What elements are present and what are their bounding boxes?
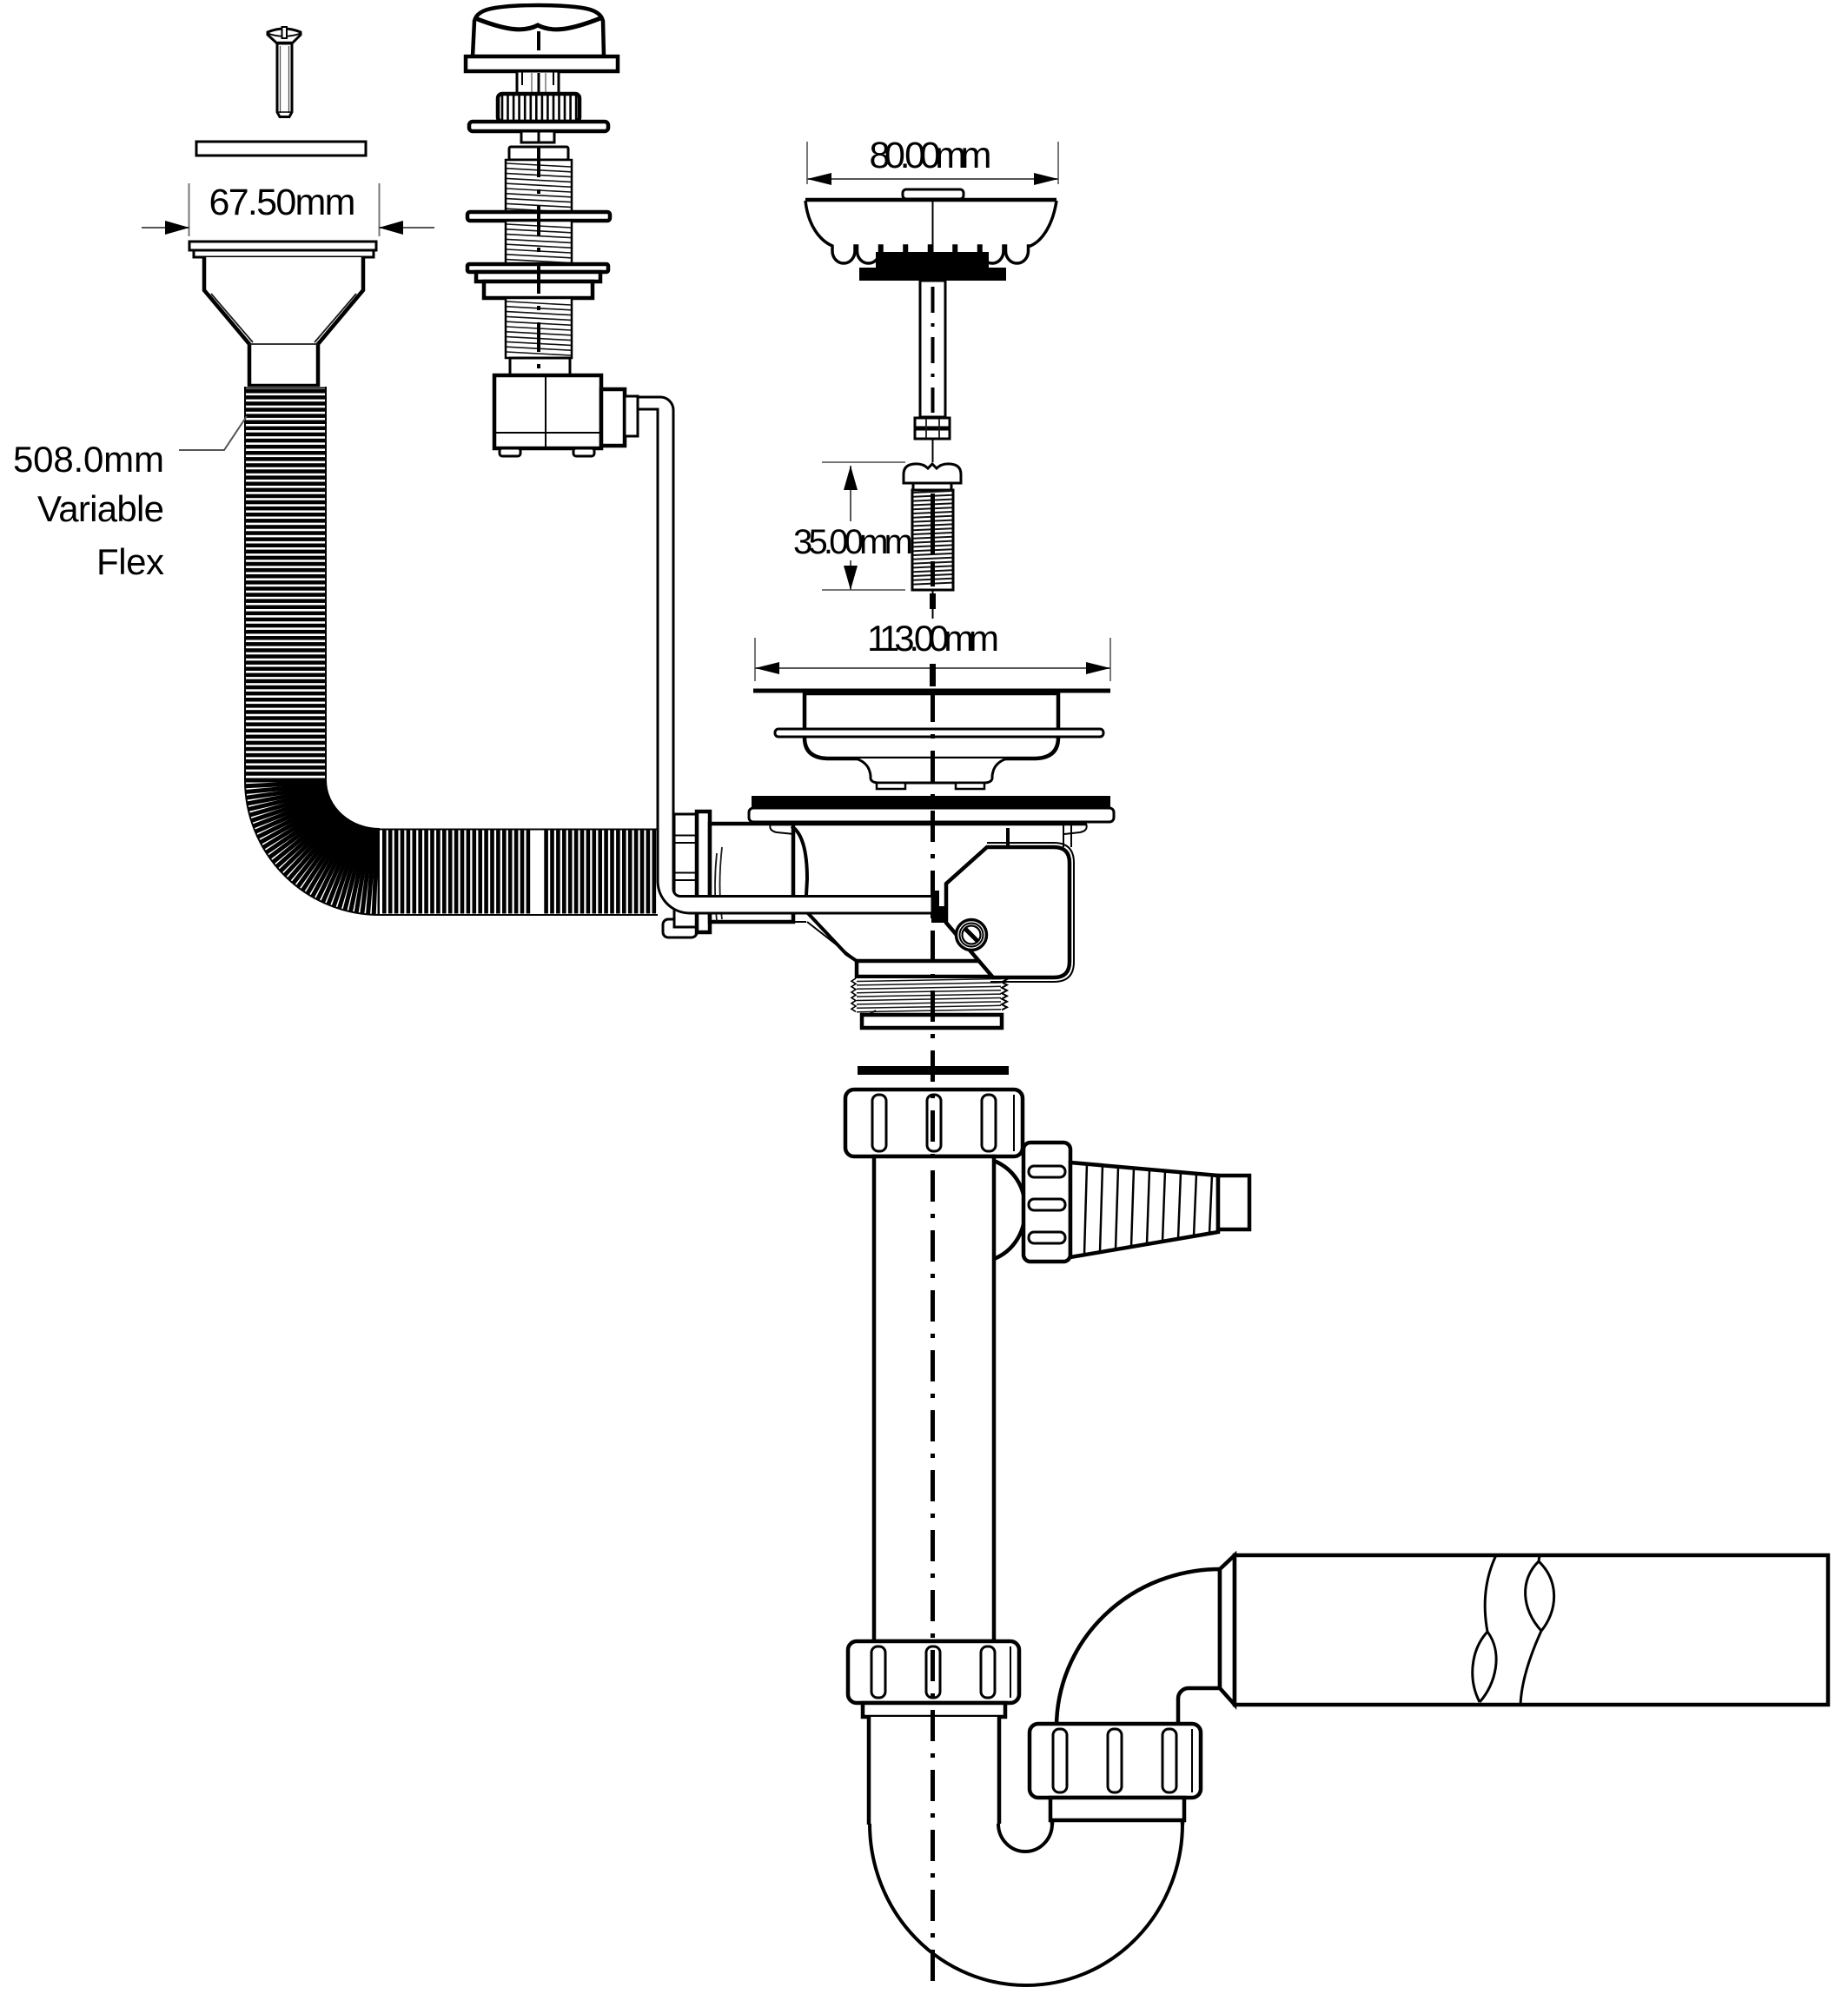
svg-text:Variable: Variable — [37, 488, 164, 529]
svg-text:80.00mm: 80.00mm — [870, 135, 992, 176]
svg-text:508.0mm: 508.0mm — [13, 439, 164, 480]
svg-text:35.00mm: 35.00mm — [793, 523, 913, 561]
svg-text:Flex: Flex — [96, 541, 164, 582]
svg-text:113.00mm: 113.00mm — [867, 618, 999, 659]
svg-text:67.50mm: 67.50mm — [209, 182, 356, 223]
